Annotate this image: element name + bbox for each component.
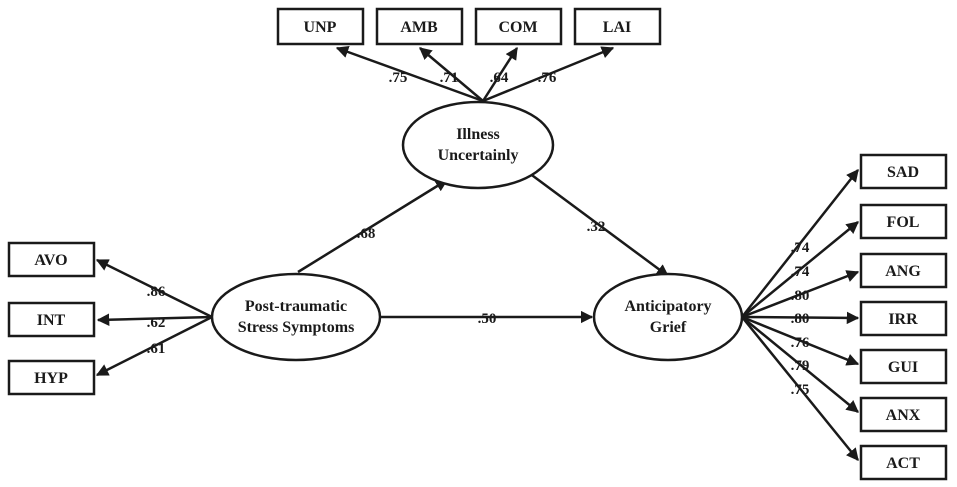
node-sad: SAD [859,153,948,190]
loading-gui: .76 [791,335,810,351]
node-post-traumatic-stress-symptoms: Post-traumatic Stress Symptoms [210,272,382,362]
edge-grief-act [741,316,859,461]
loading-anx: .79 [791,358,810,374]
node-ang-label: ANG [885,263,921,280]
edge-ptss-int [96,313,213,326]
loading-unp: .75 [389,70,408,86]
edge-grief-anx [741,316,859,413]
edge-illness-grief [524,168,670,278]
edge-grief-sad [741,169,859,318]
edge-grief-fol [741,221,859,318]
node-unp-label: UNP [304,19,337,36]
loading-sad: .74 [791,240,810,256]
loading-irr: .80 [791,311,810,327]
edge-ptss-hyp [95,315,213,377]
node-fol-label: FOL [887,214,920,231]
loading-hyp: .61 [147,341,166,357]
node-gui: GUI [859,348,948,385]
node-fol: FOL [859,203,948,240]
loading-fol: .74 [791,264,810,280]
node-com: COM [474,7,563,46]
node-int-label: INT [37,312,66,329]
edge-grief-gui [741,315,860,366]
node-lai: LAI [573,7,662,46]
node-avo-label: AVO [34,252,67,269]
node-grief-line2: Grief [650,319,687,336]
node-illness-line2: Uncertainly [438,147,519,164]
node-irr-label: IRR [888,311,918,328]
loading-avo: .86 [147,284,166,300]
node-hyp: HYP [7,359,96,396]
node-hyp-label: HYP [34,370,68,387]
loading-lai: .76 [538,70,557,86]
edge-illness-lai [482,46,615,103]
node-sad-label: SAD [887,164,919,181]
node-lai-label: LAI [603,19,631,36]
node-act: ACT [859,444,948,481]
loading-amb: .71 [440,70,459,86]
node-ang: ANG [859,252,948,289]
node-gui-label: GUI [888,359,918,376]
path-ptss-grief: .50 [478,311,497,327]
node-grief-line1: Anticipatory [624,298,711,315]
path-ptss-illness: .68 [357,226,376,242]
node-illness-uncertainly: Illness Uncertainly [401,100,555,190]
node-ptss-line1: Post-traumatic [245,298,347,315]
node-irr: IRR [859,300,948,337]
edge-illness-com [481,46,519,102]
loading-int: .62 [147,315,166,331]
node-anticipatory-grief: Anticipatory Grief [592,272,744,362]
node-avo: AVO [7,241,96,278]
node-ptss-line2: Stress Symptoms [238,319,355,336]
edge-grief-ang [741,270,860,319]
node-int: INT [7,301,96,338]
loading-act: .75 [791,382,810,398]
path-illness-grief: .32 [587,219,606,235]
edge-illness-unp [335,45,484,103]
node-anx: ANX [859,396,948,433]
edge-ptss-avo [95,258,213,319]
edge-illness-amb [419,47,484,102]
edge-grief-irr [741,311,860,325]
node-act-label: ACT [886,455,920,472]
loading-com: .64 [490,70,509,86]
node-com-label: COM [498,19,537,36]
loading-ang: .80 [791,288,810,304]
edge-ptss-illness [297,178,449,274]
node-amb-label: AMB [400,19,438,36]
node-illness-line1: Illness [456,126,500,143]
node-unp: UNP [276,7,365,46]
node-amb: AMB [375,7,464,46]
node-anx-label: ANX [886,407,921,424]
